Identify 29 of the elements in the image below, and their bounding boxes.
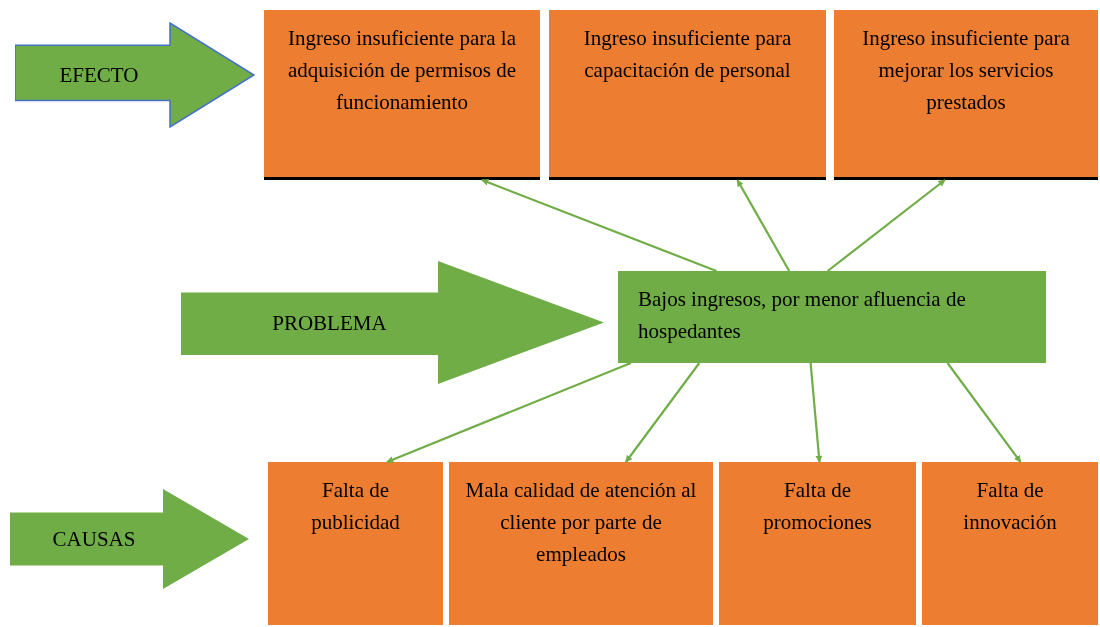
block-arrow [181,260,605,385]
box-text: Ingreso insuficiente para mejorar los servicios prestados [861,25,1071,116]
arrow [736,179,791,272]
block-arrow [10,488,250,590]
problem-box [618,271,1046,363]
effect-box [549,10,826,180]
cause-box [449,462,713,625]
cause-box [719,462,916,625]
arrow [946,362,1022,463]
box-text: Bajos ingresos, por menor afluencia de hospedantes [638,286,967,345]
arrow [386,362,632,463]
box-text: Falta de publicidad [310,477,401,536]
arrow [625,362,701,463]
effect-box [264,10,540,180]
arrow [809,362,823,463]
block-arrow [15,22,255,128]
box-text: Ingreso insuficiente para la adquisición de permisos de funcionamiento [286,25,517,116]
cause-box [268,462,443,625]
box-text: Falta de innovación [962,477,1058,536]
arrow-label: PROBLEMA [272,309,387,337]
arrow [481,178,717,273]
arrow-label: CAUSAS [52,526,136,553]
arrow [827,179,946,272]
effect-box [834,10,1098,180]
cause-box [922,462,1098,625]
box-text: Mala calidad de atención al cliente por parte de empleados [464,477,698,568]
box-text: Falta de promociones [762,477,873,536]
box-text: Ingreso insuficiente para capacitación de personal [582,25,793,84]
arrow-label: EFECTO [59,62,139,89]
